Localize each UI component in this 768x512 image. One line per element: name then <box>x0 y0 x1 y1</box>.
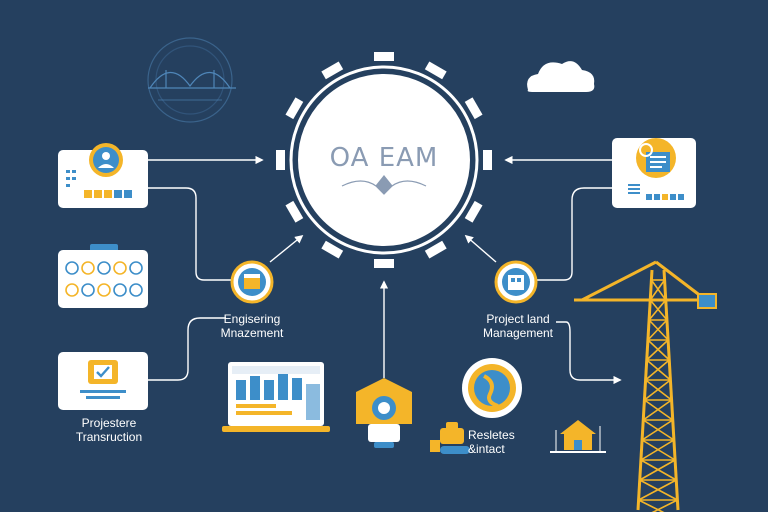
checklist-icon <box>88 360 118 384</box>
crane-truss-bar <box>651 499 678 512</box>
crane-truss-bar <box>648 299 667 321</box>
gear-document-icon <box>636 138 676 178</box>
lightbulb-gear-icon <box>356 378 412 448</box>
hub-ring-segment <box>321 61 344 80</box>
app-grid-item-icon <box>129 283 143 297</box>
user-card <box>58 143 148 208</box>
house-icon <box>550 420 606 453</box>
crane-truss-bar <box>649 299 668 321</box>
calendar-node-icon <box>230 260 274 304</box>
app-grid-item-icon <box>81 261 95 275</box>
crane-truss-bar <box>649 279 666 301</box>
crane-truss-bar <box>643 379 671 401</box>
project-land-management-label: Project land Management <box>482 312 554 340</box>
app-grid-item-icon <box>81 283 95 297</box>
hub-ornament-icon <box>341 175 427 195</box>
cloud-icon <box>527 61 595 92</box>
crane-icon <box>574 260 717 512</box>
app-grid-item-icon <box>113 261 127 275</box>
hub-ring-segment <box>285 97 304 120</box>
app-grid-item-icon <box>65 283 79 297</box>
crane-truss-bar <box>642 399 673 421</box>
globe-hand-icon <box>462 358 522 418</box>
hub-circle <box>294 70 474 250</box>
hub-ring-icon <box>276 52 492 268</box>
hub-ring-segment <box>464 200 483 223</box>
app-grid-card <box>58 244 148 308</box>
app-grid-item-icon <box>97 261 111 275</box>
hub-ring-segment <box>424 240 447 259</box>
crane-truss-bar <box>648 319 669 341</box>
gear-document-card <box>612 138 696 208</box>
checklist-card <box>58 352 148 410</box>
app-grid-icon <box>65 261 143 297</box>
bulldozer-icon <box>430 422 470 454</box>
crane-truss-bar <box>638 479 677 501</box>
hub-ring-segment <box>276 150 285 170</box>
user-avatar-icon <box>89 143 123 177</box>
connector-lines <box>148 155 622 385</box>
hub-ring-segment <box>424 61 447 80</box>
crane-truss-bar <box>640 439 675 461</box>
crane-truss-bar <box>647 319 668 341</box>
crane-truss-bar <box>641 419 674 441</box>
building-node-icon <box>494 260 538 304</box>
crane-truss-bar <box>650 279 667 301</box>
projestere-transruction-label: Projestere Transruction <box>75 416 143 444</box>
hub-ring-segment <box>374 259 394 268</box>
hub-ring-segment <box>374 52 394 61</box>
resletes-intact-label: Resletes &intact <box>468 428 515 456</box>
crane-truss-bar <box>639 459 676 481</box>
app-grid-item-icon <box>129 261 143 275</box>
crane-truss-bar <box>645 359 670 381</box>
hub-ring-segment <box>483 150 492 170</box>
hub-ring-segment <box>285 200 304 223</box>
hub-ring-segment <box>464 97 483 120</box>
hub-ring-segment <box>321 240 344 259</box>
app-grid-item-icon <box>65 261 79 275</box>
app-grid-item-icon <box>97 283 111 297</box>
engineering-management-label: Engisering Mnazement <box>220 312 284 340</box>
crane-truss-bar <box>646 339 669 361</box>
hub-title: OA EAM <box>330 143 439 173</box>
bridge-icon <box>147 37 236 123</box>
dashboard-monitor-icon <box>222 362 330 432</box>
app-grid-item-icon <box>113 283 127 297</box>
